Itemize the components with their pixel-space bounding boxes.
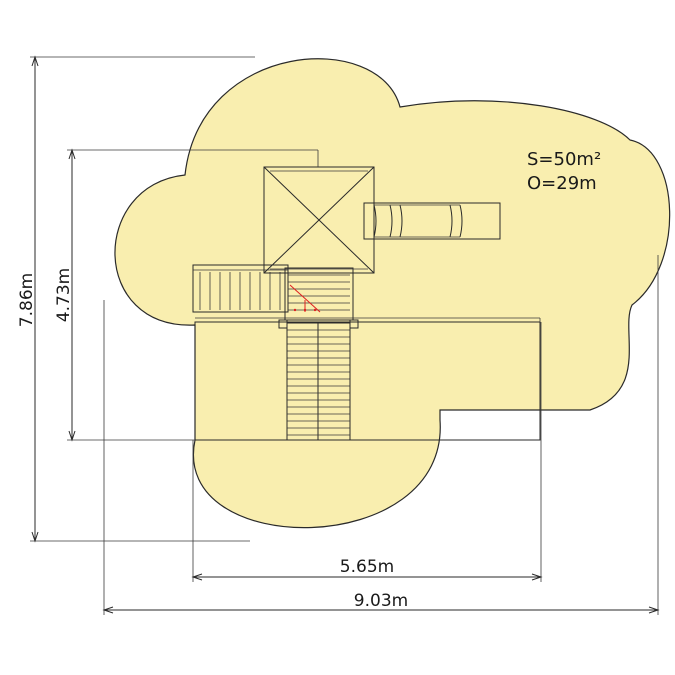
dimension-total-width: [102, 255, 660, 615]
deck-outline: [194, 317, 541, 441]
tower-roof: [263, 166, 375, 274]
area-label: S=50m²: [527, 149, 601, 170]
perimeter-label: O=29m: [527, 173, 597, 194]
dimension-platform-height: [67, 148, 319, 442]
slide: [363, 202, 501, 240]
total-width-label: 9.03m: [354, 591, 408, 611]
dimension-total-height: [30, 55, 255, 543]
total-height-label: 7.86m: [17, 273, 37, 327]
warning-mark: [289, 284, 321, 313]
staircase: [278, 319, 359, 441]
platform-width-label: 5.65m: [340, 557, 394, 577]
upper-left-railing: [192, 264, 289, 313]
platform-height-label: 4.73m: [54, 268, 74, 322]
safety-zone: [114, 58, 671, 529]
dimension-platform-width: [191, 322, 543, 582]
upper-platform: [284, 267, 354, 321]
